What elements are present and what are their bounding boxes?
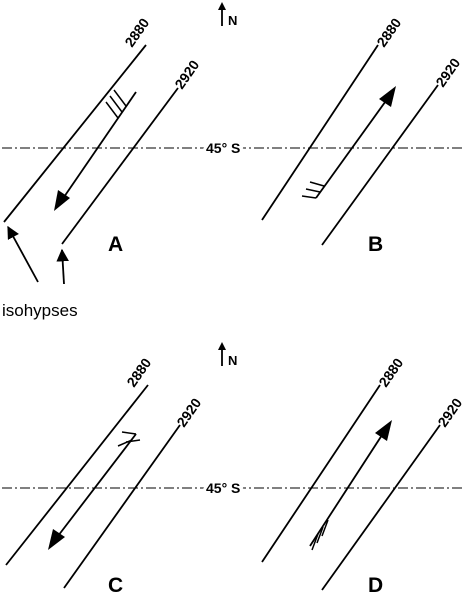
isohypse-label-2920-b: 2920 xyxy=(432,55,463,90)
latitude-label-bottom: 45° S xyxy=(206,480,240,496)
north-label-bottom: N xyxy=(228,353,237,368)
panel-a: 2880 2920 A xyxy=(3,15,202,256)
wind-barb-d xyxy=(311,533,319,551)
isohypse-line-2880-c xyxy=(5,384,149,566)
isohypse-line-2920-a xyxy=(61,87,179,245)
isohypse-label-2880-b: 2880 xyxy=(373,15,404,50)
wind-barb-c xyxy=(121,431,137,435)
isohypses-caption: isohypses xyxy=(2,301,78,320)
isohypse-line-2920-c xyxy=(63,424,181,589)
isohypse-label-2880-a: 2880 xyxy=(121,15,152,50)
wind-barb-b xyxy=(301,195,317,199)
wind-arrow-b xyxy=(315,97,389,199)
panel-letter-a: A xyxy=(108,233,123,256)
isohypse-label-2920-c: 2920 xyxy=(173,395,204,430)
north-label-top: N xyxy=(228,13,237,28)
panel-letter-b: B xyxy=(368,233,383,256)
isohypse-label-2880-c: 2880 xyxy=(123,355,154,390)
isohypse-line-2880-b xyxy=(261,44,379,221)
panel-letter-c: C xyxy=(108,574,123,597)
panel-b: 2880 2920 B xyxy=(261,15,463,256)
panel-c: 2880 2920 C xyxy=(5,355,204,597)
panel-d: 2880 2920 D xyxy=(261,355,465,597)
wind-barb-a xyxy=(113,89,127,107)
north-arrow-bottom: N xyxy=(218,342,237,368)
isohypse-line-2880-d xyxy=(261,384,381,563)
isohypse-label-2920-a: 2920 xyxy=(171,57,202,92)
isohypse-line-2920-b xyxy=(321,84,439,246)
wind-arrow-a xyxy=(63,91,137,198)
isohypse-line-2920-d xyxy=(321,424,441,591)
latitude-label-top: 45° S xyxy=(206,140,240,156)
north-arrow-top: N xyxy=(218,2,237,28)
isohypse-label-2920-d: 2920 xyxy=(434,395,465,430)
caption-pointers xyxy=(7,225,69,285)
panel-letter-d: D xyxy=(368,574,383,597)
wind-arrow-d xyxy=(309,431,385,547)
isohypse-label-2880-d: 2880 xyxy=(375,355,406,390)
wind-arrow-c xyxy=(57,433,137,537)
isohypse-line-2880-a xyxy=(3,44,147,223)
